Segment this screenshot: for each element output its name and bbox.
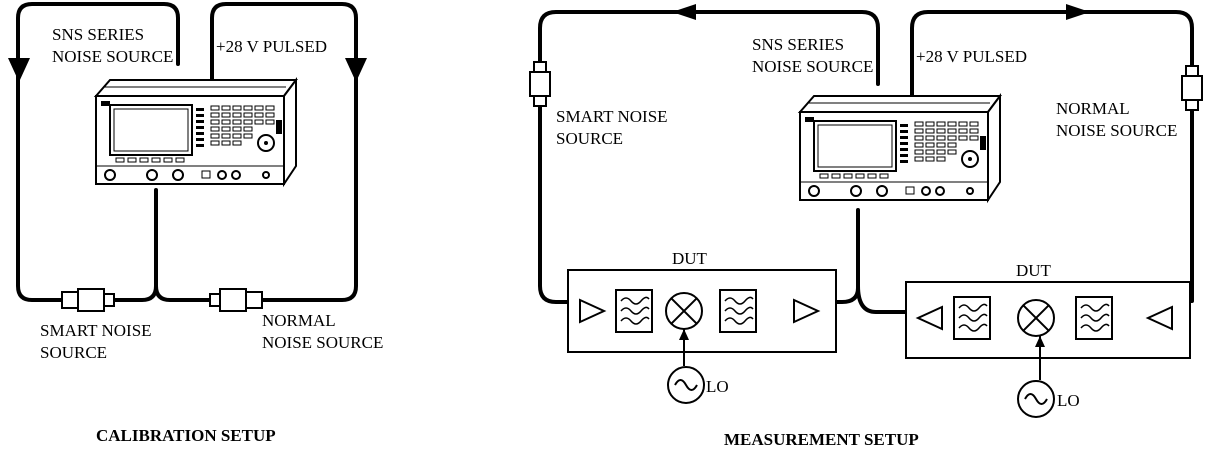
arrow-down-right <box>345 58 367 82</box>
noise-figure-analyzer <box>95 79 297 185</box>
measurement-setup: SNS SERIES NOISE SOURCE +28 V PULSED SMA… <box>529 4 1203 449</box>
mixer-icon <box>665 292 703 330</box>
noise-figure-analyzer-measure <box>799 95 1001 201</box>
calibration-setup: SNS SERIES NOISE SOURCE +28 V PULSED SMA… <box>8 2 383 445</box>
sns-measure-line1: SNS SERIES <box>752 35 844 54</box>
lo-arrow-right <box>1035 336 1045 347</box>
normal-label-line1: NORMAL <box>262 311 335 330</box>
sns-label: SNS SERIES NOISE SOURCE <box>52 25 173 66</box>
calibration-title: CALIBRATION SETUP <box>96 426 276 445</box>
normal-noise-source-icon-measure <box>1181 65 1203 111</box>
smart-noise-source-icon <box>61 288 115 312</box>
filter-icon <box>1075 296 1113 340</box>
normal-noise-label: NORMAL NOISE SOURCE <box>262 311 383 352</box>
arrow-right-top <box>1066 4 1090 20</box>
sns-label-line2: NOISE SOURCE <box>52 47 173 66</box>
measurement-title: MEASUREMENT SETUP <box>724 430 919 449</box>
sns-cable-measure <box>538 10 880 304</box>
pulse-cable-measure <box>910 10 1194 303</box>
smart-measure-line2: SOURCE <box>556 129 623 148</box>
mixer-icon <box>1017 299 1055 337</box>
dut-output-cable <box>832 208 912 314</box>
lo-label-right: LO <box>1057 391 1080 410</box>
smart-noise-label-measure: SMART NOISE SOURCE <box>556 107 672 148</box>
smart-noise-source-icon-measure <box>529 61 551 107</box>
smart-label-line2: SOURCE <box>40 343 107 362</box>
pulse-cable-right <box>210 2 358 302</box>
normal-label-line2: NOISE SOURCE <box>262 333 383 352</box>
normal-measure-line1: NORMAL <box>1056 99 1129 118</box>
lo-oscillator-icon <box>1017 380 1055 418</box>
sns-label-measure: SNS SERIES NOISE SOURCE <box>752 35 873 76</box>
sns-label-line1: SNS SERIES <box>52 25 144 44</box>
filter-icon <box>615 289 653 333</box>
normal-noise-source-icon <box>209 288 263 312</box>
smart-label-line1: SMART NOISE <box>40 321 152 340</box>
rf-input-cable <box>96 188 214 302</box>
sns-measure-line2: NOISE SOURCE <box>752 57 873 76</box>
arrow-left-top <box>672 4 696 20</box>
normal-measure-line2: NOISE SOURCE <box>1056 121 1177 140</box>
dut-label-right: DUT <box>1016 261 1052 280</box>
pulse-label-measure: +28 V PULSED <box>916 47 1027 66</box>
filter-icon <box>719 289 757 333</box>
lo-arrow-left <box>679 329 689 340</box>
lo-label-left: LO <box>706 377 729 396</box>
pulse-label: +28 V PULSED <box>216 37 327 56</box>
arrow-down-left <box>8 58 30 82</box>
normal-noise-label-measure: NORMAL NOISE SOURCE <box>1056 99 1177 140</box>
lo-oscillator-icon <box>667 366 705 404</box>
filter-icon <box>953 296 991 340</box>
sns-cable-left <box>16 2 180 302</box>
dut-label-left: DUT <box>672 249 708 268</box>
smart-measure-line1: SMART NOISE <box>556 107 668 126</box>
smart-noise-label: SMART NOISE SOURCE <box>40 321 156 362</box>
